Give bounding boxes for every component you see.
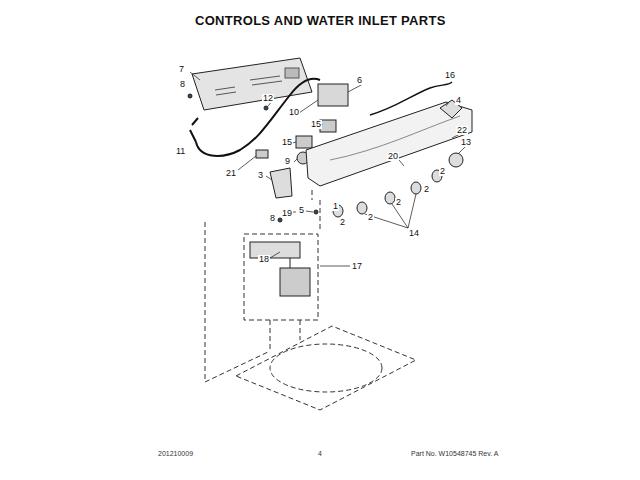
callout-number: 2 [423,185,430,194]
water-valve [280,268,310,296]
back-panel [192,58,312,110]
callout-number: 19 [281,209,293,218]
callout-number: 2 [439,167,446,176]
callout-number: 11 [175,147,186,156]
wire-harness [196,79,320,156]
callout-number: 1 [332,202,339,211]
screw [314,210,318,214]
panel-slots [215,68,299,95]
wire-plug [190,118,198,142]
diagram-title: CONTROLS AND WATER INLET PARTS [195,14,446,27]
timer [318,84,348,106]
knobs [333,170,442,217]
callout-number: 4 [455,96,462,105]
callout-number: 8 [269,214,276,223]
callout-number: 9 [284,157,291,166]
callout-number: 2 [339,218,346,227]
screw [264,106,268,110]
footer-text: 4 [318,450,322,457]
callout-number: 13 [460,138,472,147]
callout-number: 17 [351,262,363,271]
callout-number: 21 [225,169,237,178]
end-cap [270,168,292,198]
callout-number: 7 [178,65,185,74]
callout-number: 6 [356,76,363,85]
dashed-assembly-line [205,190,416,410]
footer-text: Part No. W10548745 Rev. A [411,450,498,457]
callout-number: 8 [179,80,186,89]
knob [449,153,463,167]
callout-number: 10 [288,108,300,117]
callout-number: 3 [257,171,264,180]
footer-text: 201210009 [158,450,193,457]
callout-number: 14 [408,229,420,238]
callout-number: 15 [281,138,293,147]
clip [256,150,268,158]
console [306,102,472,186]
callout-number: 5 [298,206,305,215]
console-edge [330,116,460,160]
drawing [188,58,472,410]
switch [296,136,312,148]
screw [278,218,282,222]
callout-number: 16 [444,71,456,80]
leader-lines [190,72,466,266]
callout-number: 15 [310,120,322,129]
callout-number: 2 [367,213,374,222]
callout-number: 22 [456,126,468,135]
callout-number: 20 [387,152,399,161]
callout-number: 12 [262,94,274,103]
callout-number: 18 [258,255,270,264]
screw [188,94,192,98]
callout-number: 2 [395,198,402,207]
switch [320,120,336,132]
